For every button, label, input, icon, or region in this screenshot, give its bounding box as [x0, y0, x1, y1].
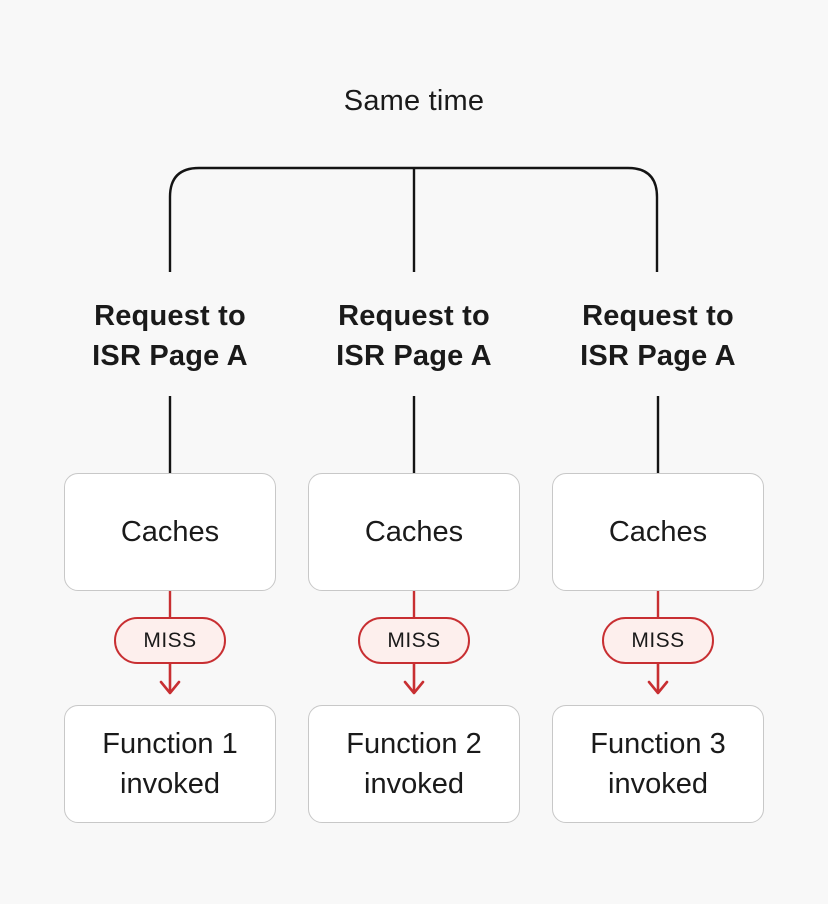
- miss-badge: MISS: [358, 617, 470, 664]
- caches-node: Caches: [308, 473, 520, 591]
- diagram-title: Same time: [343, 85, 485, 117]
- request-label-line1: Request to: [338, 300, 490, 332]
- function-label-line2: invoked: [120, 768, 220, 800]
- function-node: Function 3 invoked: [552, 705, 764, 823]
- miss-label: MISS: [387, 628, 441, 652]
- function-label: Function 2 invoked: [346, 724, 481, 804]
- caches-node: Caches: [552, 473, 764, 591]
- miss-to-function-arrow-1: [159, 660, 181, 695]
- miss-badge: MISS: [114, 617, 226, 664]
- arrowhead-icon: [647, 680, 669, 695]
- miss-label: MISS: [631, 628, 685, 652]
- function-label-line2: invoked: [608, 768, 708, 800]
- request-label-line2: ISR Page A: [580, 340, 736, 372]
- request-label: Request to ISR Page A: [536, 296, 780, 376]
- flow-column-2: Request to ISR Page A Caches MISS Functi…: [308, 0, 520, 904]
- request-label: Request to ISR Page A: [292, 296, 536, 376]
- miss-badge: MISS: [602, 617, 714, 664]
- request-label-line1: Request to: [94, 300, 246, 332]
- request-label-line2: ISR Page A: [92, 340, 248, 372]
- caches-label: Caches: [608, 516, 708, 548]
- arrowhead-icon: [403, 680, 425, 695]
- function-label: Function 3 invoked: [590, 724, 725, 804]
- flow-column-3: Request to ISR Page A Caches MISS Functi…: [552, 0, 764, 904]
- miss-to-function-arrow-3: [647, 660, 669, 695]
- function-label-line1: Function 1: [102, 728, 238, 760]
- request-label: Request to ISR Page A: [48, 296, 292, 376]
- function-label-line1: Function 3: [590, 728, 726, 760]
- function-label: Function 1 invoked: [102, 724, 237, 804]
- miss-to-function-arrow-2: [403, 660, 425, 695]
- function-label-line1: Function 2: [346, 728, 482, 760]
- arrowhead-icon: [159, 680, 181, 695]
- function-label-line2: invoked: [364, 768, 464, 800]
- caches-node: Caches: [64, 473, 276, 591]
- request-label-line2: ISR Page A: [336, 340, 492, 372]
- request-label-line1: Request to: [582, 300, 734, 332]
- caches-label: Caches: [364, 516, 464, 548]
- caches-label: Caches: [120, 516, 220, 548]
- flow-column-1: Request to ISR Page A Caches MISS Functi…: [64, 0, 276, 904]
- miss-label: MISS: [143, 628, 197, 652]
- function-node: Function 1 invoked: [64, 705, 276, 823]
- bracket-path: [168, 166, 659, 272]
- function-node: Function 2 invoked: [308, 705, 520, 823]
